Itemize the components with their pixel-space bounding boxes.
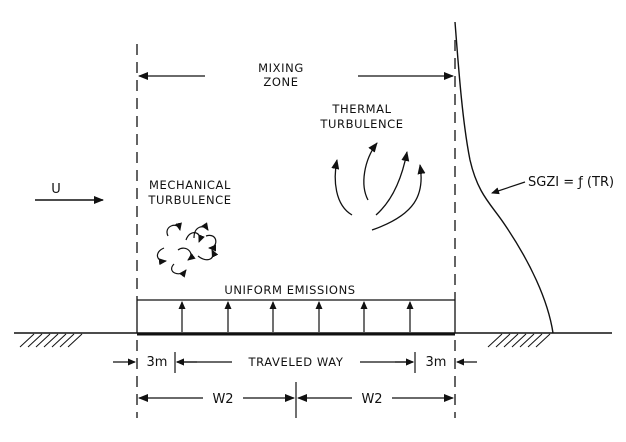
w2-dimension: W2 W2 [138, 382, 454, 418]
mechanical-turbulence-label-line1: MECHANICAL [149, 178, 231, 192]
thermal-turbulence-label-line1: THERMAL [331, 102, 391, 116]
sgzi-leader [491, 181, 526, 195]
wind-label: U [51, 182, 61, 197]
mechanical-turbulence-label-line2: TURBULENCE [147, 193, 231, 207]
mixing-zone-dimension: MIXING ZONE [138, 61, 454, 89]
emission-arrows [178, 301, 414, 332]
mixing-zone-label-line2: ZONE [263, 75, 298, 89]
thermal-turbulence-label-line2: TURBULENCE [319, 117, 403, 131]
shoulder-right-label: 3m [426, 355, 447, 370]
mixing-zone-label-line1: MIXING [258, 61, 304, 75]
traveled-way-label: TRAVELED WAY [248, 355, 344, 369]
traveled-way-dimension: 3m TRAVELED WAY 3m [113, 352, 477, 373]
uniform-emissions-label: UNIFORM EMISSIONS [224, 283, 355, 297]
w2-right-label: W2 [361, 392, 382, 407]
uniform-emissions-frame [136, 299, 456, 333]
mixing-zone-boundaries [136, 40, 456, 418]
mechanical-turbulence-eddies [156, 222, 219, 278]
sgzi-formula-label: SGZI = ƒ (TR) [528, 175, 614, 190]
thermal-turbulence-arrows [331, 142, 426, 231]
shoulder-left-label: 3m [147, 355, 168, 370]
w2-left-label: W2 [212, 392, 233, 407]
ground-hatching [19, 333, 551, 348]
ground-line [14, 332, 612, 336]
sgzi-profile-curve [454, 21, 554, 334]
